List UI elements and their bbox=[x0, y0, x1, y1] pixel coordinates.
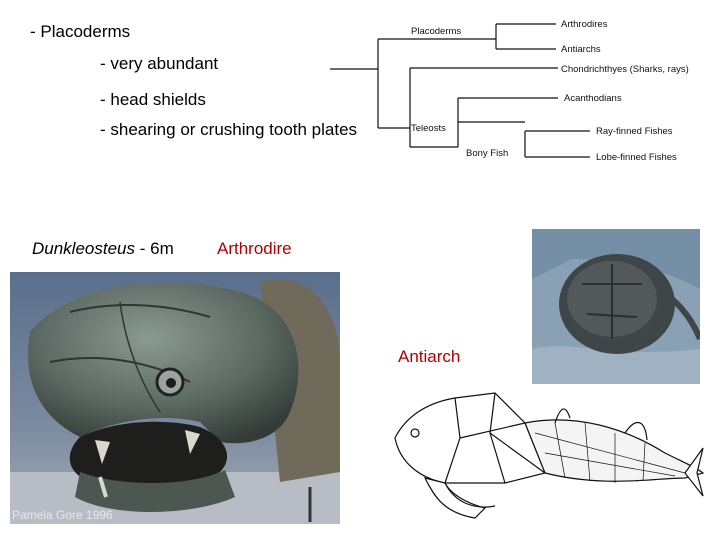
caption-dunkleosteus-size: - 6m bbox=[135, 239, 174, 258]
photo-credit: Pamela Gore 1996 bbox=[12, 508, 113, 522]
dunkleosteus-photo bbox=[10, 272, 340, 524]
bullet-head-shields: - head shields bbox=[100, 90, 206, 109]
cladogram-lines bbox=[330, 23, 590, 158]
antiarch-drawing bbox=[394, 392, 705, 519]
bullet-tooth-plates: - shearing or crushing tooth plates bbox=[100, 120, 358, 139]
dunkleosteus-illustration bbox=[10, 272, 340, 524]
label-acanthodians: Acanthodians bbox=[564, 93, 622, 104]
caption-dunkleosteus: Dunkleosteus - 6m bbox=[32, 239, 174, 259]
antiarch-fossil-photo bbox=[532, 229, 700, 384]
label-arthrodires: Arthrodires bbox=[561, 19, 608, 30]
caption-dunkleosteus-name: Dunkleosteus bbox=[32, 239, 136, 258]
label-antiarchs: Antiarchs bbox=[561, 44, 601, 55]
label-lobe-finned: Lobe-finned Fishes bbox=[596, 152, 677, 163]
label-teleosts: Teleosts bbox=[411, 123, 446, 134]
label-ray-finned: Ray-finned Fishes bbox=[596, 126, 673, 137]
caption-antiarch: Antiarch bbox=[398, 347, 461, 366]
caption-arthrodire: Arthrodire bbox=[217, 239, 292, 258]
bullet-abundant: - very abundant bbox=[100, 54, 219, 73]
label-placoderms: Placoderms bbox=[411, 26, 461, 37]
antiarch-fossil-illustration bbox=[532, 229, 700, 384]
label-chondrichthyes: Chondrichthyes (Sharks, rays) bbox=[561, 64, 689, 75]
slide-heading: - Placoderms bbox=[30, 22, 131, 41]
label-bony-fish: Bony Fish bbox=[466, 148, 508, 159]
cladogram: Placoderms Arthrodires Antiarchs Chondri… bbox=[330, 19, 689, 163]
